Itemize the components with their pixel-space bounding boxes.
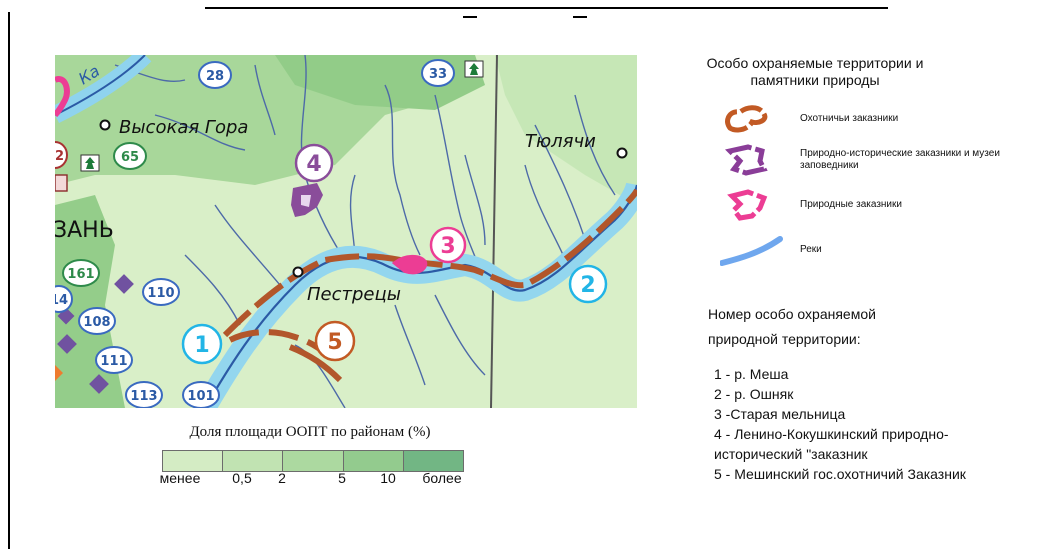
road-number-badge: 108 (78, 307, 116, 335)
road-number-badge: 111 (95, 346, 133, 374)
place-label-pestretsy: Пестрецы (307, 284, 401, 305)
scale-swatch (163, 451, 224, 471)
scale-label: более (422, 470, 462, 486)
list-item: 2 - р. Ошняк (714, 386, 794, 402)
scale-swatch (283, 451, 344, 471)
historical-reserve-icon (725, 144, 768, 176)
monument-marker (57, 334, 77, 354)
scale-label: 10 (380, 470, 396, 486)
kazanka-river-line (55, 55, 146, 116)
svg-text:101: 101 (187, 389, 214, 404)
leaf-icon (464, 60, 484, 78)
scale-swatch (403, 451, 464, 471)
town-marker-pestretsy (292, 266, 304, 278)
scale-label: 2 (278, 470, 286, 486)
list-item: 4 - Ленино-Кокушкинский природно- (714, 426, 949, 442)
svg-text:2: 2 (580, 273, 595, 298)
legend-item-natural: Природные заказники (720, 188, 1040, 222)
forest-area (495, 55, 637, 205)
legend-title: Особо охраняемые территории и памятники … (706, 55, 924, 88)
hunting-reserve-5-border (288, 344, 343, 383)
legend-item-rivers: Реки (720, 233, 1040, 267)
district-border (490, 55, 498, 408)
road-number-badge: 161 (62, 259, 100, 287)
natural-reserve-3 (391, 254, 428, 275)
road-number-badge: 62 (55, 141, 68, 169)
road-number-badge: 113 (125, 381, 163, 408)
legend-label: Реки (800, 244, 822, 255)
monument-marker (89, 374, 109, 394)
map-view[interactable]: Высокая Гора Тюлячи Пестрецы ЗАНЬ Ка 28 … (55, 55, 637, 408)
svg-text:3: 3 (440, 234, 455, 259)
svg-text:108: 108 (83, 315, 110, 330)
road-numbers: 28 33 65 161 110 (55, 59, 455, 408)
frame-top-tick (573, 7, 587, 18)
svg-text:161: 161 (67, 267, 94, 282)
leaf-icon (80, 154, 100, 172)
list-item: 3 -Старая мельница (714, 406, 846, 422)
road-number-badge: 101 (182, 381, 220, 408)
legend: Особо охраняемые территории и памятники … (680, 55, 1040, 266)
svg-text:65: 65 (121, 150, 139, 165)
road-number-badge: 28 (198, 61, 232, 89)
scale-label: 5 (338, 470, 346, 486)
legend-label: Природные заказники (800, 199, 902, 210)
road-number-badge: 65 (113, 142, 147, 170)
svg-text:14: 14 (55, 293, 68, 308)
town-marker-vysokaya-gora (99, 119, 111, 131)
place-label-vysokaya-gora: Высокая Гора (119, 117, 248, 138)
river-icon (720, 236, 783, 266)
svg-text:110: 110 (147, 286, 174, 301)
list-title: Номер особо охраняемой (708, 306, 876, 322)
scale-swatch (343, 451, 404, 471)
frame-top-tick (463, 7, 477, 18)
scale-title: Доля площади ООПТ по районам (%) (189, 424, 431, 440)
map-symbol (55, 174, 68, 192)
hunting-reserve-1-border (222, 188, 637, 338)
svg-text:4: 4 (306, 152, 321, 177)
scale-labels: менее 0,5 2 5 10 более (130, 470, 490, 488)
svg-text:28: 28 (206, 69, 224, 84)
list-item: 5 - Мешинский гос.охотничий Заказник (714, 466, 966, 482)
svg-text:5: 5 (327, 330, 342, 355)
natural-reserve-icon (727, 189, 768, 221)
road-number-badge: 110 (142, 278, 180, 306)
legend-label: Охотничьи заказники (800, 113, 899, 124)
svg-text:1: 1 (194, 333, 209, 358)
area-number-2: 2 (568, 264, 608, 304)
frame-top-line (205, 7, 888, 18)
natural-reserve-edge (55, 76, 70, 118)
town-marker-tyulyachi (616, 147, 628, 159)
area-number-5: 5 (314, 320, 356, 362)
legend-label: Природно-исторические заказники и музеи … (800, 148, 1000, 171)
area-number-4: 4 (294, 143, 334, 183)
list-item: исторический "заказник (714, 446, 868, 462)
place-label-kazan: ЗАНЬ (55, 218, 114, 243)
svg-text:111: 111 (100, 354, 127, 369)
road-number-badge: 33 (421, 59, 455, 87)
svg-text:33: 33 (429, 67, 447, 82)
scale-label: 0,5 (232, 470, 252, 486)
scale-color-bar (162, 450, 464, 472)
monument-marker (114, 274, 134, 294)
svg-text:113: 113 (130, 389, 157, 404)
area-number-1: 1 (181, 323, 223, 365)
monument-marker (55, 365, 63, 381)
area-number-3: 3 (429, 226, 467, 264)
list-title: природной территории: (708, 331, 861, 347)
place-label-tyulyachi: Тюлячи (525, 131, 596, 152)
scale-swatch (223, 451, 284, 471)
protected-area-list: Номер особо охраняемой природной террито… (708, 302, 1043, 484)
scale-label: менее (159, 470, 201, 486)
map-svg: Высокая Гора Тюлячи Пестрецы ЗАНЬ Ка 28 … (55, 55, 637, 408)
historical-reserve-4-inner (301, 195, 311, 207)
frame-left-line (8, 12, 10, 549)
svg-text:62: 62 (55, 149, 64, 164)
legend-item-historical: Природно-исторические заказники и музеи … (720, 143, 1040, 177)
road-number-badge: 14 (55, 285, 73, 313)
legend-item-hunting: Охотничьи заказники (720, 102, 1040, 136)
hunting-reserve-icon (725, 105, 768, 133)
area-numbers: 1 2 3 4 5 (181, 143, 608, 365)
list-item: 1 - р. Меша (714, 366, 789, 382)
